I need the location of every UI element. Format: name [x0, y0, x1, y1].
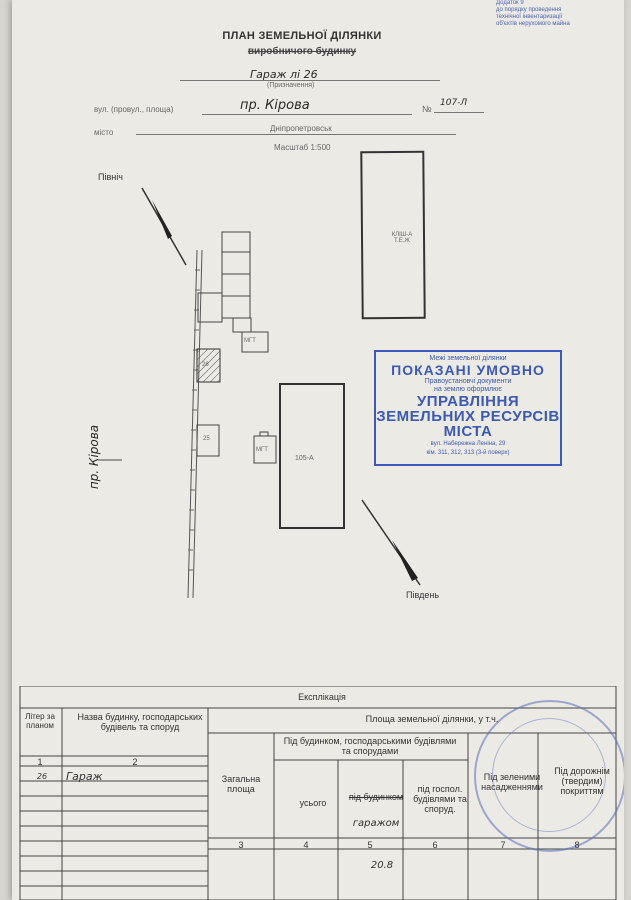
- row-letter: 26: [36, 772, 48, 781]
- corner-line: до порядку проведення: [496, 7, 562, 13]
- col-number: 1: [37, 757, 43, 767]
- site-plan: [98, 150, 426, 599]
- col-header-green: Під зеленими насадженнями: [481, 772, 543, 792]
- document-subtitle: виробничого будинку: [247, 46, 357, 57]
- city-line: [136, 134, 456, 135]
- stamp-line: МІСТА: [443, 423, 493, 440]
- garage-number-label: 26: [202, 362, 209, 368]
- stamp-line: Межі земельної ділянки: [429, 355, 507, 362]
- col-header-letter: Літер за планом: [25, 712, 55, 730]
- row-area-value: 20.8: [370, 860, 394, 871]
- col-number: 7: [500, 840, 506, 850]
- garage-row: [197, 231, 269, 353]
- subject-garage-hatched: [196, 348, 221, 383]
- col-number: 2: [132, 757, 138, 767]
- corner-line: Додаток 9: [496, 0, 524, 6]
- corner-line: технічної інвентаризації: [496, 14, 563, 20]
- number-label: №: [422, 104, 432, 114]
- row-name: Гараж: [66, 770, 103, 783]
- north-label: Північ: [98, 172, 123, 182]
- corner-line: об'єктів нерухомого майна: [496, 21, 570, 27]
- stamp-line: УПРАВЛІННЯ: [416, 393, 520, 410]
- street-ticks: [188, 269, 200, 571]
- building-105a-label: 105-А: [295, 455, 314, 462]
- col-header-name: Назва будинку, господарських будівель та…: [77, 712, 203, 732]
- building-number-label: 25: [203, 436, 210, 442]
- col-number: 5: [367, 840, 373, 850]
- building-top-label: КЛІШ-А Т.Е.Ж: [391, 232, 413, 244]
- small-building-label: МГТ: [256, 447, 268, 453]
- round-seal: [474, 700, 624, 852]
- document-title: ПЛАН ЗЕМЕЛЬНОЇ ДІЛЯНКИ: [222, 30, 382, 42]
- col-header-total: Загальна площа: [221, 774, 261, 794]
- building-105a: [279, 383, 345, 529]
- stamp-line: кім. 311, 312, 313 (3-й поверх): [426, 450, 510, 456]
- stamp-line: Правоустановчі документи: [424, 378, 512, 385]
- col-header-all: усього: [299, 798, 327, 808]
- col-header-building-handwritten: гаражом: [352, 818, 400, 829]
- stamp-line: ЗЕМЕЛЬНИХ РЕСУРСІВ: [376, 408, 560, 425]
- number-line: [434, 112, 484, 113]
- street-value: пр. Кірова: [240, 98, 310, 113]
- south-arrow-head: [392, 540, 418, 581]
- table-title: Експлікація: [298, 692, 346, 702]
- street-boundary-line: [187, 249, 198, 599]
- col-header-under: Під будинком, господарськими будівлями т…: [283, 736, 457, 756]
- document-page: Додаток 9 до порядку проведення технічно…: [12, 0, 624, 900]
- city-label: місто: [94, 128, 114, 137]
- number-value: 107-Л: [440, 98, 468, 108]
- north-arrow-head: [152, 200, 172, 239]
- header-corner-note: Додаток 9 до порядку проведення технічно…: [496, 0, 606, 28]
- col-header-building: під будинком: [348, 792, 404, 802]
- city-value: Дніпропетровськ: [270, 124, 332, 133]
- col-number: 4: [303, 840, 309, 850]
- street-boundary-line: [192, 249, 203, 599]
- col-header-household: під госпол. будівлями та споруд.: [413, 784, 467, 814]
- purpose-value: Гараж лі 26: [250, 68, 318, 81]
- col-header-roads: Під дорожнім (твердим) покриттям: [554, 766, 610, 796]
- scale-label: Масштаб 1:500: [274, 143, 331, 152]
- street-line: [202, 114, 412, 115]
- purpose-caption: (Призначення): [267, 82, 315, 89]
- building-large-top: [360, 150, 426, 320]
- purpose-line: [180, 80, 440, 81]
- small-building-label: МГТ: [244, 338, 256, 344]
- stamp-line: вул. Набережна Леніна, 29: [430, 441, 506, 447]
- col-number: 3: [238, 840, 244, 850]
- stamp-line: на землю оформлює: [434, 386, 502, 393]
- col-header-area: Площа земельної ділянки, у т.ч.: [365, 714, 499, 724]
- col-number: 8: [574, 840, 580, 850]
- col-number: 6: [432, 840, 438, 850]
- street-label: вул. (провул., площа): [94, 105, 174, 114]
- land-resources-stamp: Межі земельної ділянки ПОКАЗАНІ УМОВНО П…: [374, 350, 562, 466]
- south-label: Південь: [406, 590, 440, 600]
- street-side-label: пр. Кірова: [87, 424, 102, 490]
- building-25: [196, 424, 220, 457]
- round-seal-inner: [492, 718, 606, 832]
- stamp-line: ПОКАЗАНІ УМОВНО: [391, 362, 545, 378]
